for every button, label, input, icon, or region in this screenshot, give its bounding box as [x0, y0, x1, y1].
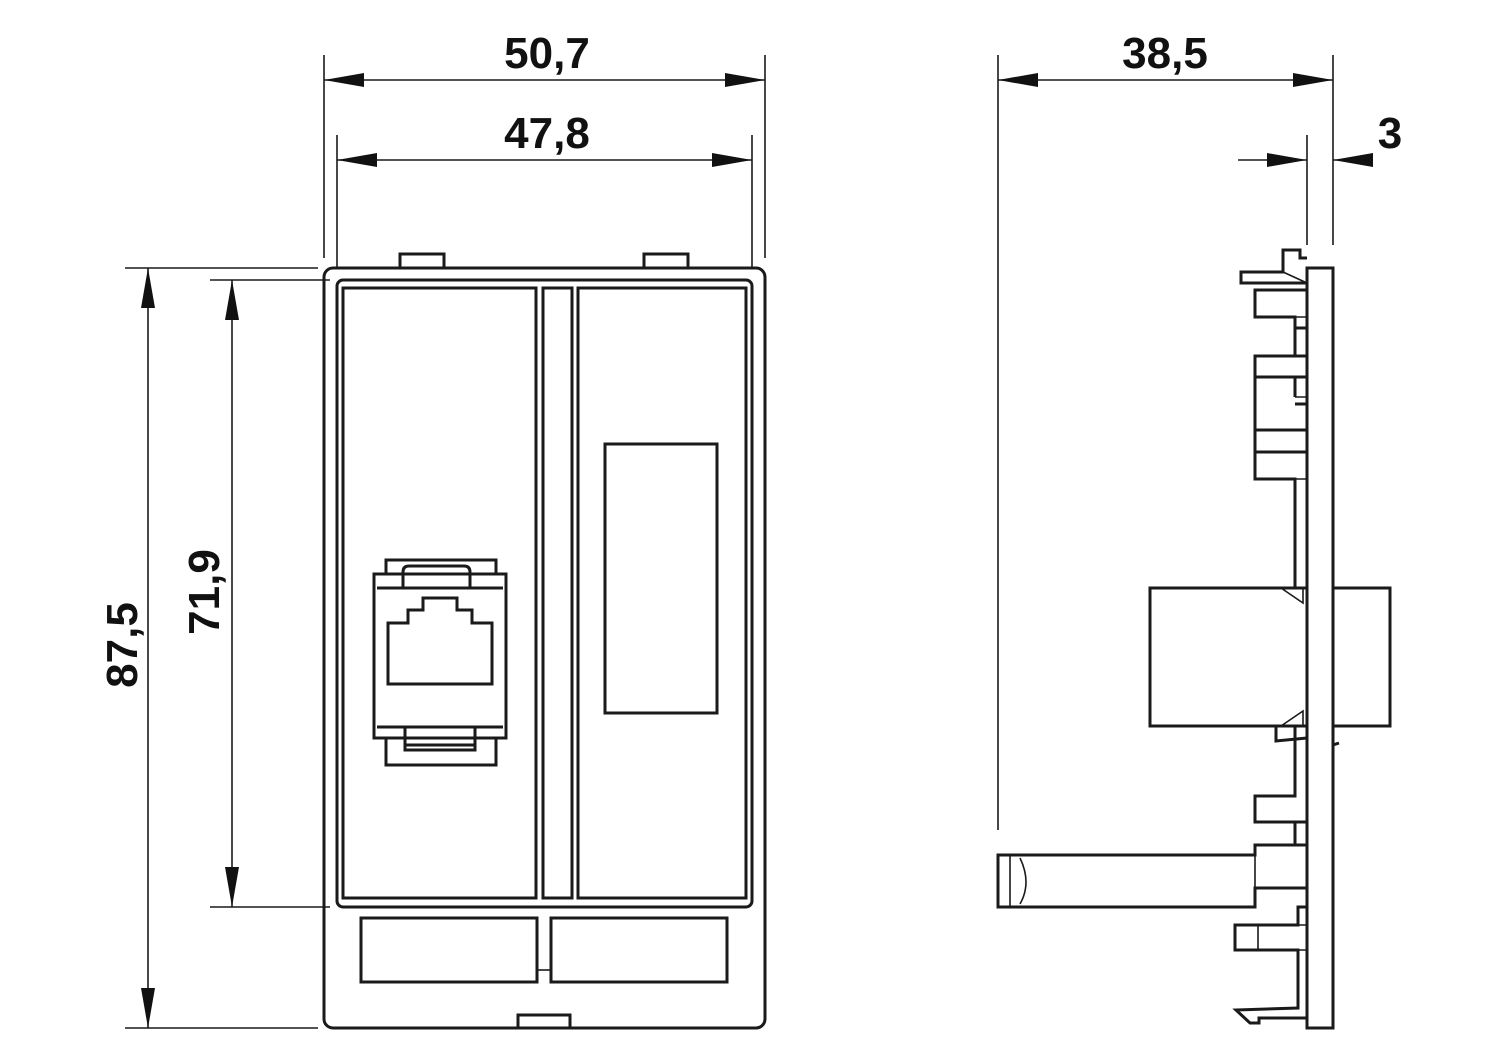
side-dimensions: 38,5 3: [997, 29, 1402, 830]
dim-height-overall: 87,5: [98, 602, 147, 688]
top-tab-right: [642, 252, 690, 270]
rj45-jack: [372, 558, 508, 767]
inner-frame: [335, 278, 754, 909]
front-view: [322, 252, 767, 1030]
dim-width-overall: 50,7: [504, 29, 590, 78]
bottom-label-right: [549, 916, 729, 984]
right-panel: [576, 286, 748, 900]
dim-depth-overall: 38,5: [1122, 29, 1208, 78]
plate-profile: [1305, 266, 1335, 1030]
side-view: [996, 248, 1392, 1030]
left-panel: [341, 286, 538, 900]
front-dimensions: 50,7 47,8 87,5 71,9: [98, 29, 766, 1029]
dim-width-inner: 47,8: [504, 109, 590, 158]
mounting-pin: [996, 843, 1307, 909]
center-strip: [541, 286, 574, 900]
rj45-port-icon: [386, 596, 494, 686]
jack-body-front: [1331, 586, 1392, 728]
bottom-label-left: [359, 916, 539, 984]
top-tab-left: [398, 252, 446, 270]
top-latch: [1239, 248, 1307, 285]
jack-body-rear: [1148, 586, 1309, 728]
dim-height-inner: 71,9: [180, 549, 229, 635]
bottom-tab: [516, 1013, 572, 1030]
dim-plate-thickness: 3: [1378, 109, 1402, 158]
label-window: [603, 442, 719, 715]
